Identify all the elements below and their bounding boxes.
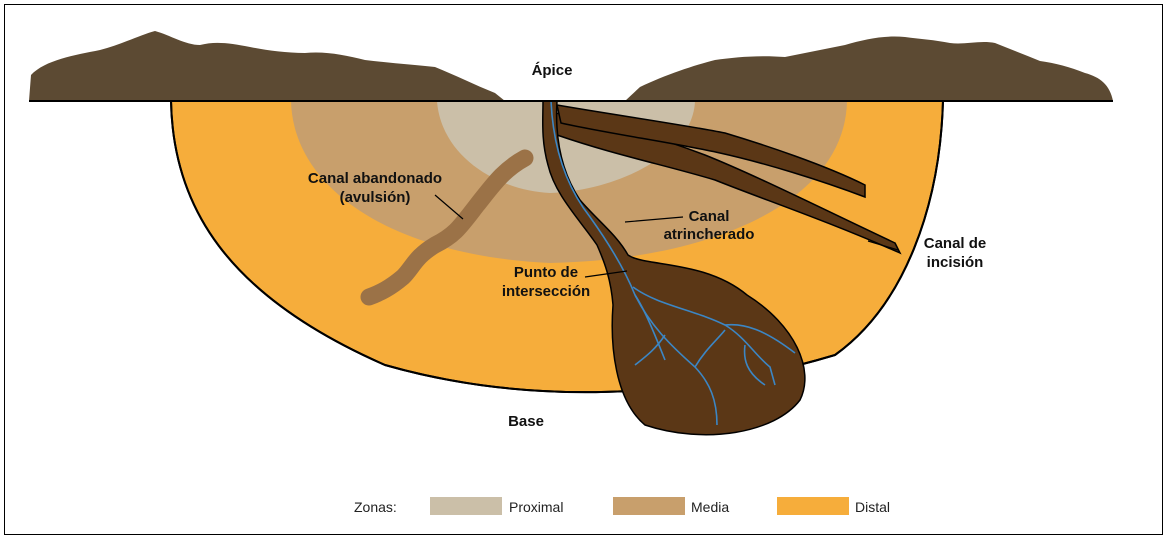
legend: Zonas: Proximal Media Distal	[354, 497, 890, 515]
label-incision-line1: Canal de	[924, 235, 987, 252]
label-abandoned-line2: (avulsión)	[340, 189, 411, 206]
label-incision-line2: incisión	[927, 254, 984, 271]
label-base: Base	[508, 413, 544, 430]
legend-swatch-distal	[777, 497, 849, 515]
legend-title: Zonas:	[354, 499, 397, 515]
label-entrenched-line1: Canal	[689, 208, 730, 225]
right-mountains	[625, 36, 1113, 101]
legend-swatch-media	[613, 497, 685, 515]
legend-swatch-proximal	[430, 497, 502, 515]
legend-label-media: Media	[691, 499, 729, 515]
label-intersection-line1: Punto de	[514, 264, 578, 281]
left-mountains	[29, 31, 505, 101]
alluvial-fan-diagram: Ápice Canal abandonado (avulsión) Canal …	[5, 5, 1163, 535]
diagram-frame: Ápice Canal abandonado (avulsión) Canal …	[4, 4, 1163, 535]
legend-label-distal: Distal	[855, 499, 890, 515]
label-apex: Ápice	[532, 62, 573, 79]
label-intersection-line2: intersección	[502, 283, 590, 300]
legend-label-proximal: Proximal	[509, 499, 563, 515]
label-abandoned-line1: Canal abandonado	[308, 170, 442, 187]
label-entrenched-line2: atrincherado	[664, 226, 755, 243]
